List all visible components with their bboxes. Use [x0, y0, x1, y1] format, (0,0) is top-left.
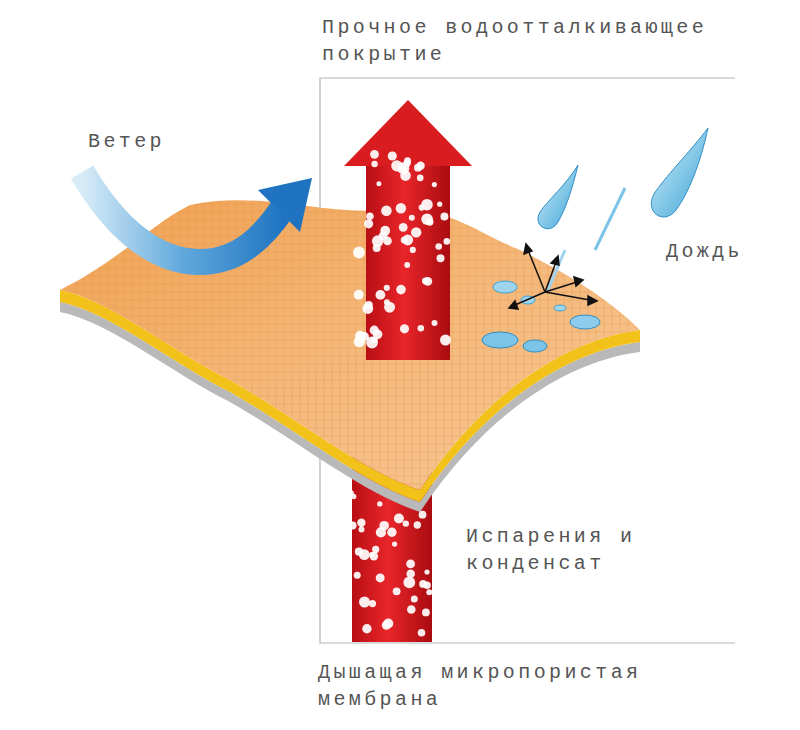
- vapour-dot: [351, 494, 357, 500]
- vapour-dot: [394, 514, 404, 524]
- vapour-dot: [396, 285, 406, 295]
- vapour-dot: [414, 521, 421, 528]
- vapour-dot: [432, 182, 437, 187]
- vapour-dot: [370, 552, 379, 561]
- vapour-dot: [407, 605, 416, 614]
- vapour-dot: [410, 247, 416, 253]
- vapour-dot: [377, 501, 382, 506]
- vapour-dot: [372, 546, 379, 553]
- vapour-dot: [440, 213, 448, 221]
- vapour-dot: [384, 302, 395, 313]
- vapour-dot: [440, 335, 451, 346]
- wind-label: Ветер: [88, 128, 208, 155]
- coating-label: Прочное водоотталкивающее покрытие: [322, 14, 752, 68]
- vapour-dot: [381, 205, 392, 216]
- vapour-dot: [419, 511, 427, 519]
- membrane-label: Дышащая микропористая мембрана: [318, 659, 718, 713]
- vapour-dot: [444, 238, 451, 245]
- vapour-dot: [418, 629, 426, 637]
- vapour-dot: [388, 151, 397, 160]
- vapour-dot: [403, 520, 409, 526]
- vapour-dot: [382, 621, 391, 630]
- vapour-dot: [393, 587, 401, 595]
- vapour-dot: [423, 582, 430, 589]
- vapour-dot: [400, 324, 409, 333]
- vapour-dot: [357, 519, 365, 527]
- vapour-dot: [359, 527, 365, 533]
- vapour-dot: [376, 527, 386, 537]
- vapour-dot: [353, 247, 365, 259]
- vapour-dot: [426, 589, 432, 595]
- vapour-dot: [373, 244, 381, 252]
- vapour-dot: [369, 600, 376, 607]
- vapour-dot: [403, 159, 410, 166]
- vapour-dot: [403, 577, 415, 589]
- splash-arrows: [509, 244, 597, 309]
- vapour-dot: [435, 243, 442, 250]
- vapour-dot: [362, 624, 371, 633]
- vapour-dot: [399, 223, 408, 232]
- vapour-dot: [354, 572, 361, 579]
- vapour-dot: [387, 528, 396, 537]
- wind-arrowhead: [258, 178, 312, 232]
- vapour-dot: [359, 597, 370, 608]
- vapour-dots: [341, 150, 451, 637]
- vapour-dot: [437, 202, 442, 207]
- vapour-dot: [376, 573, 385, 582]
- vapour-dot: [376, 290, 386, 300]
- vapour-dot: [391, 160, 402, 171]
- vapour-dot: [360, 332, 369, 341]
- vapour-dot: [362, 303, 373, 314]
- vapour-arrow-upper: [344, 100, 472, 360]
- vapour-dot: [364, 219, 373, 228]
- vapour-dot: [421, 213, 433, 225]
- vapour-dot: [411, 227, 421, 237]
- vapour-dot: [348, 521, 356, 529]
- vapour-dot: [341, 487, 352, 498]
- wind-arrow: [82, 172, 285, 262]
- vapour-dot: [401, 237, 408, 244]
- vapour-dot: [366, 213, 374, 221]
- vapour-dot: [424, 569, 429, 574]
- vapour-dot: [409, 215, 415, 221]
- vapour-label: Испарения и конденсат: [466, 523, 666, 577]
- vapour-dot: [414, 164, 422, 172]
- vapour-dot: [418, 325, 425, 332]
- vapour-dot: [392, 542, 397, 547]
- vapour-dot: [354, 290, 364, 300]
- vapour-dot: [376, 181, 381, 186]
- vapour-dot: [359, 549, 370, 560]
- vapour-dot: [422, 609, 430, 617]
- vapour-dot: [406, 570, 415, 579]
- vapour-dot: [411, 596, 418, 603]
- vapour-dot: [432, 320, 438, 326]
- vapour-dot: [370, 150, 379, 159]
- vapour-dot: [373, 330, 383, 340]
- vapour-dot: [400, 170, 411, 181]
- vapour-dot: [437, 254, 445, 262]
- vapour-dot: [369, 552, 374, 557]
- vapour-dot: [421, 199, 433, 211]
- vapour-dot: [384, 285, 390, 291]
- vapour-dot: [417, 175, 424, 182]
- vapour-dot: [380, 226, 390, 236]
- vapour-dot: [396, 203, 406, 213]
- rain-label: Дождь: [666, 238, 776, 265]
- vapour-dot: [371, 161, 377, 167]
- vapour-dot: [406, 560, 415, 569]
- vapour-dot: [404, 262, 410, 268]
- vapour-dot: [422, 278, 429, 285]
